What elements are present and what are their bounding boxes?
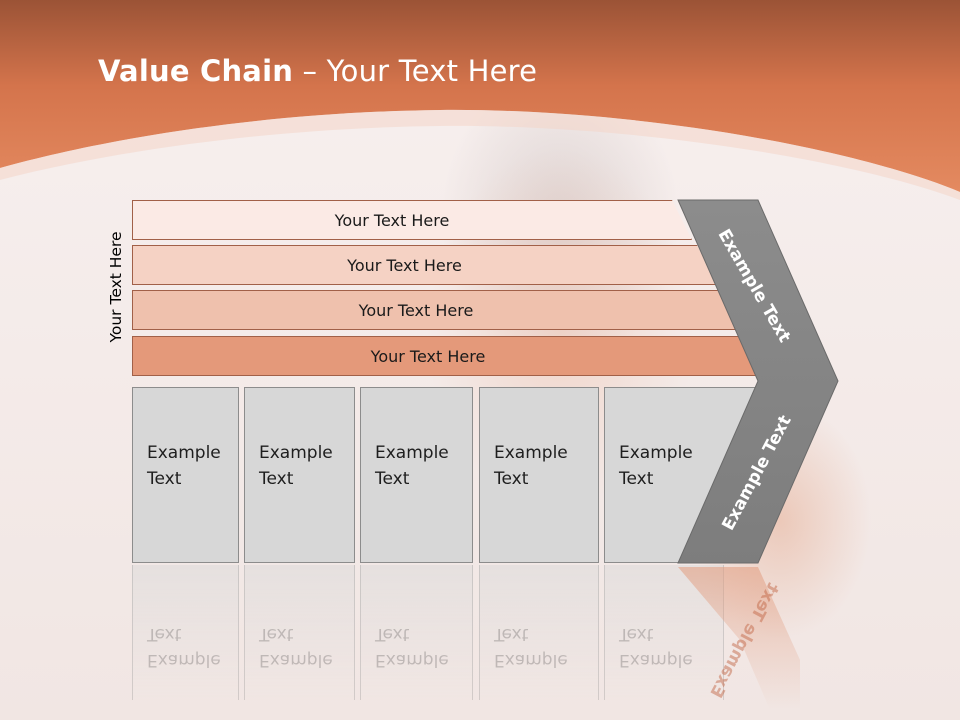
value-bar-1: Your Text Here bbox=[132, 200, 692, 240]
title-bold: Value Chain bbox=[98, 54, 294, 88]
header-band bbox=[0, 0, 960, 200]
value-bar-3-label: Your Text Here bbox=[358, 300, 474, 320]
chevron-shape bbox=[677, 199, 839, 564]
activity-box-4-line2: Text bbox=[494, 469, 529, 489]
value-bar-3: Your Text Here bbox=[132, 290, 740, 330]
value-bar-1-label: Your Text Here bbox=[334, 210, 450, 230]
activity-box-4-line1: Example bbox=[494, 443, 568, 463]
value-bar-2: Your Text Here bbox=[132, 245, 717, 285]
chevron-reflection bbox=[678, 567, 800, 710]
slide-title: Value Chain – Your Text Here bbox=[98, 54, 537, 88]
activity-box-2-line1: Example bbox=[259, 443, 333, 463]
activity-box-1-line1: Example bbox=[147, 443, 221, 463]
activity-box-2-line2: Text bbox=[259, 469, 294, 489]
value-bar-2-label: Your Text Here bbox=[347, 255, 462, 275]
title-rest: – Your Text Here bbox=[293, 54, 538, 88]
activity-box-1-line2: Text bbox=[147, 469, 182, 489]
value-bar-4-label: Your Text Here bbox=[370, 346, 486, 366]
activity-box-5-line2: Text bbox=[619, 469, 654, 489]
activity-box-5-line1: Example bbox=[619, 443, 693, 463]
activity-box-3-line2: Text bbox=[375, 469, 410, 489]
value-bar-4: Your Text Here bbox=[132, 336, 764, 376]
activity-box-3-line1: Example bbox=[375, 443, 449, 463]
